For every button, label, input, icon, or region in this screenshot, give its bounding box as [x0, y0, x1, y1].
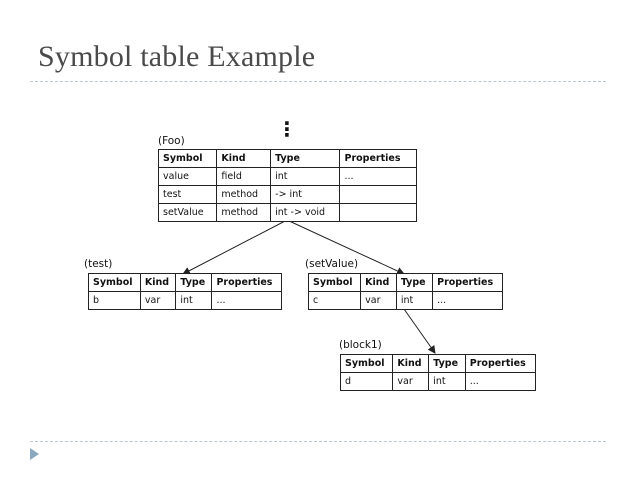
table-header-row: Symbol Kind Type Properties	[88, 273, 282, 292]
cell-properties: ...	[339, 167, 417, 186]
cell-symbol: c	[307, 291, 362, 310]
table-row: setValue method int -> void	[157, 203, 417, 222]
table-row: d var int ...	[339, 372, 537, 391]
setvalue-symbol-table: Symbol Kind Type Properties c var int ..…	[307, 273, 503, 310]
cell-kind: method	[216, 203, 272, 222]
cell-symbol: d	[339, 372, 394, 391]
table-header-row: Symbol Kind Type Properties	[339, 354, 537, 373]
cell-type: int	[395, 291, 434, 310]
cell-symbol: value	[157, 167, 218, 186]
setvalue-scope-label: (setValue)	[305, 258, 359, 270]
column-header-type: Type	[395, 273, 434, 292]
column-header-properties: Properties	[211, 273, 282, 292]
table-row: c var int ...	[307, 291, 503, 310]
table-row: b var int ...	[88, 291, 282, 310]
test-symbol-table: Symbol Kind Type Properties b var int ..…	[88, 273, 282, 310]
block1-symbol-table: Symbol Kind Type Properties d var int ..…	[339, 354, 537, 391]
table-row: test method -> int	[157, 185, 417, 204]
column-header-properties: Properties	[339, 149, 417, 168]
column-header-kind: Kind	[360, 273, 397, 292]
column-header-kind: Kind	[392, 354, 430, 373]
cell-properties	[339, 185, 417, 204]
table-header-row: Symbol Kind Type Properties	[307, 273, 503, 292]
column-header-properties: Properties	[464, 354, 537, 373]
column-header-properties: Properties	[432, 273, 503, 292]
table-row: value field int ...	[157, 167, 417, 186]
column-header-symbol: Symbol	[157, 149, 218, 168]
arrow-foo-to-test	[182, 219, 288, 275]
column-header-symbol: Symbol	[88, 273, 141, 292]
cell-properties: ...	[464, 372, 537, 391]
cell-kind: field	[216, 167, 272, 186]
title-divider	[30, 81, 606, 82]
slide-title: Symbol table Example	[38, 40, 316, 73]
cell-type: int	[270, 167, 341, 186]
cell-properties	[339, 203, 417, 222]
block1-scope-label: (block1)	[339, 339, 382, 351]
cell-properties: ...	[211, 291, 282, 310]
cell-symbol: b	[88, 291, 141, 310]
cell-kind: var	[360, 291, 397, 310]
cell-type: int -> void	[270, 203, 341, 222]
cell-type: -> int	[270, 185, 341, 204]
bullet-arrow-icon	[30, 448, 39, 460]
column-header-kind: Kind	[216, 149, 272, 168]
cell-type: int	[428, 372, 466, 391]
test-scope-label: (test)	[84, 258, 113, 270]
cell-type: int	[175, 291, 213, 310]
arrow-foo-to-setvalue	[286, 219, 405, 275]
cell-properties: ...	[432, 291, 503, 310]
column-header-type: Type	[270, 149, 341, 168]
column-header-kind: Kind	[139, 273, 177, 292]
column-header-type: Type	[428, 354, 466, 373]
footer-divider	[30, 441, 606, 442]
cell-symbol: test	[157, 185, 218, 204]
column-header-symbol: Symbol	[307, 273, 362, 292]
table-header-row: Symbol Kind Type Properties	[157, 149, 417, 168]
foo-scope-label: (Foo)	[158, 135, 185, 147]
cell-kind: var	[392, 372, 430, 391]
foo-symbol-table: Symbol Kind Type Properties value field …	[157, 149, 417, 222]
cell-kind: method	[216, 185, 272, 204]
arrow-setvalue-to-block1	[403, 308, 436, 354]
cell-symbol: setValue	[157, 203, 218, 222]
cell-kind: var	[139, 291, 177, 310]
column-header-type: Type	[175, 273, 213, 292]
column-header-symbol: Symbol	[339, 354, 394, 373]
